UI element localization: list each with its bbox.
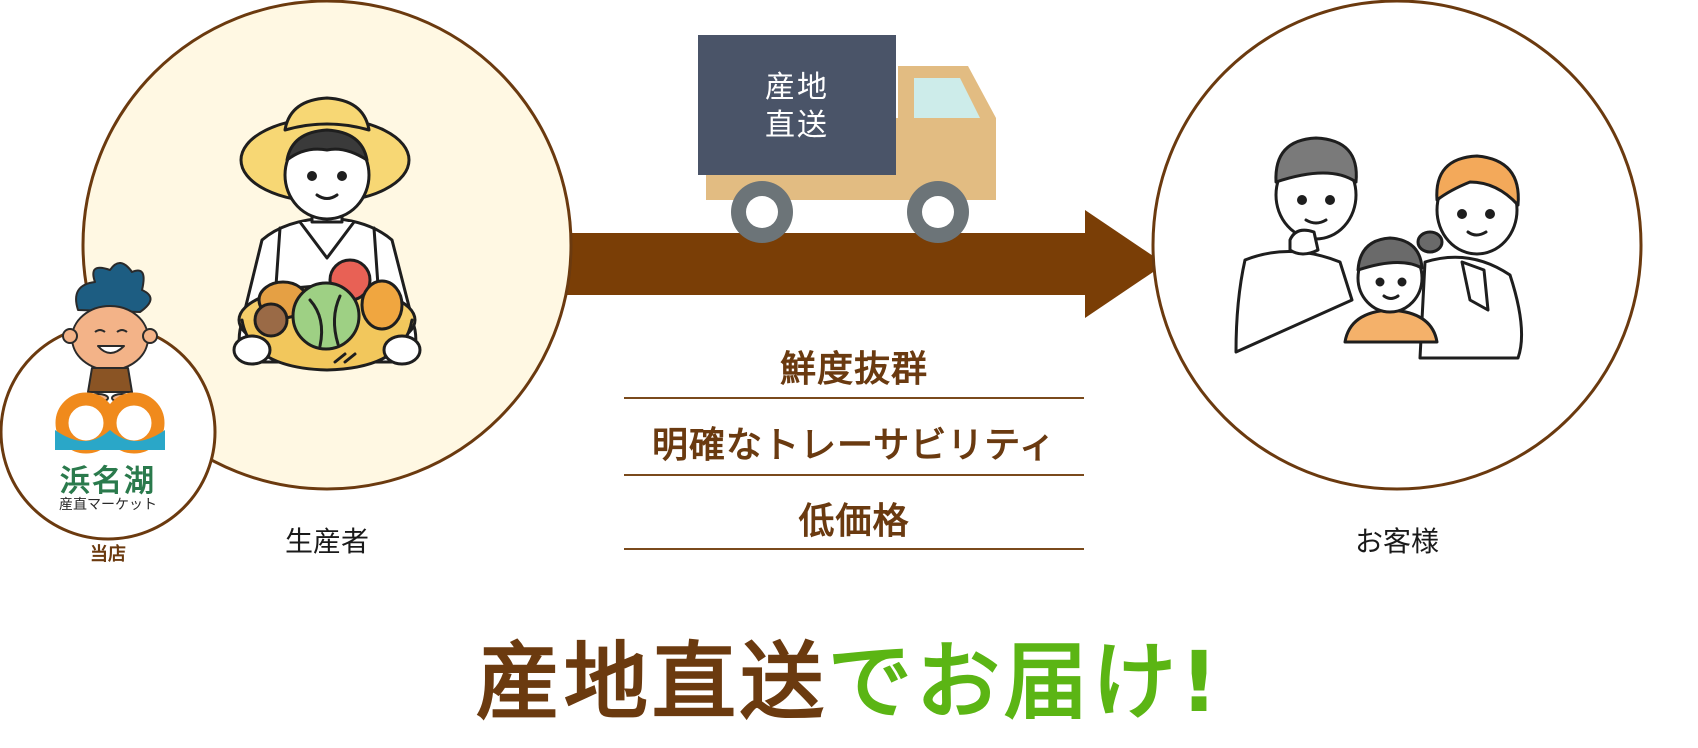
store-logo-name: 浜名湖 xyxy=(60,464,156,499)
arrow-icon xyxy=(565,210,1165,318)
producer-label: 生産者 xyxy=(284,525,369,558)
delivery-truck-icon xyxy=(698,35,996,243)
family-icon xyxy=(1234,136,1524,360)
farmer-icon xyxy=(232,96,422,372)
benefit-divider xyxy=(624,397,1084,399)
benefit-low-price: 低価格 xyxy=(798,501,910,542)
benefit-traceability: 明確なトレーサビリティ xyxy=(651,425,1057,466)
store-logo-subtitle: 産直マーケット xyxy=(59,497,157,513)
store-label: 当店 xyxy=(90,544,126,565)
customer-label: お客様 xyxy=(1354,525,1439,558)
store-logo-icon xyxy=(55,392,165,454)
benefit-divider xyxy=(624,474,1084,476)
benefit-freshness: 鮮度抜群 xyxy=(779,349,928,390)
truck-sign-line2: 直送 xyxy=(765,108,829,143)
benefit-divider xyxy=(624,548,1084,550)
headline-part1: 産地直送 xyxy=(475,633,828,731)
headline: 産地直送でお届け! xyxy=(0,640,1698,724)
headline-part2: でお届け! xyxy=(827,633,1223,731)
truck-sign-line1: 産地 xyxy=(765,70,829,105)
